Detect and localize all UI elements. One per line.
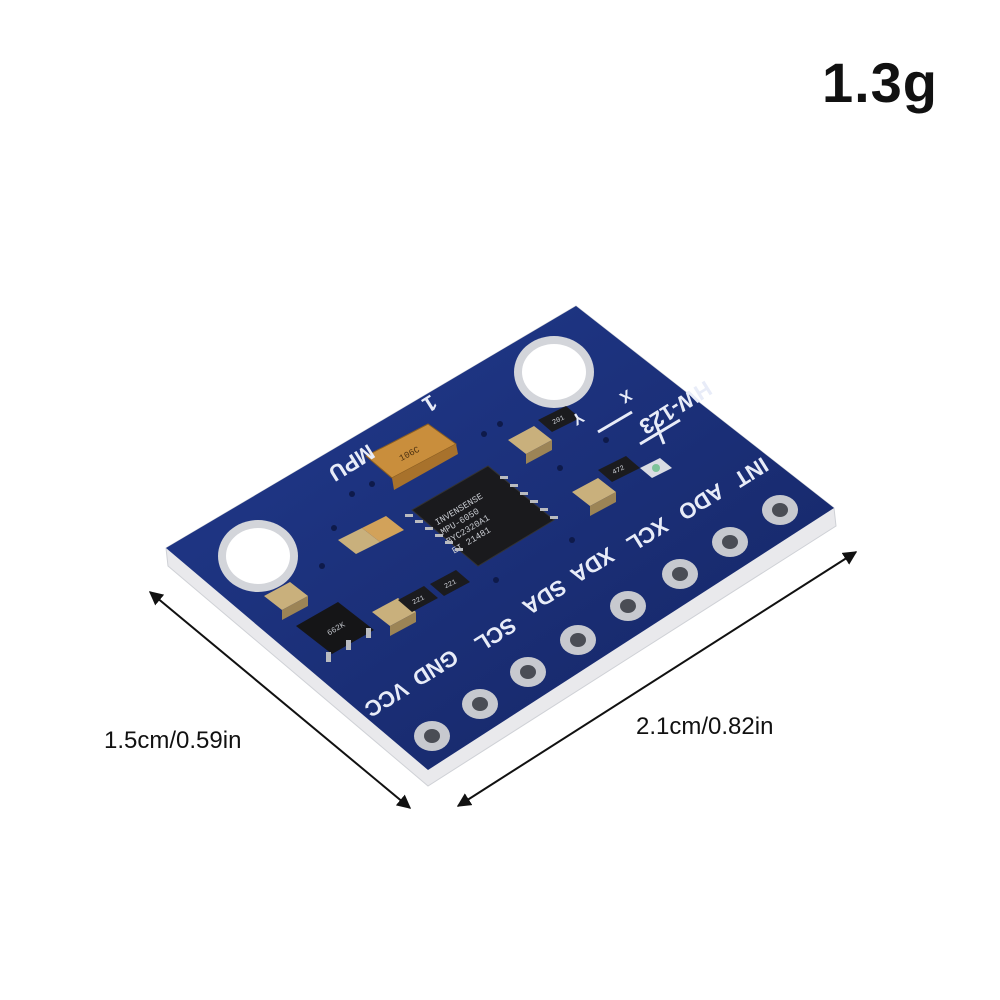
status-led <box>640 458 672 478</box>
smd-component-9: 221 <box>430 570 470 596</box>
header-pad-sda <box>560 625 596 655</box>
smd-component-1 <box>508 426 552 464</box>
smd-component-4: 472 <box>598 456 640 482</box>
smd-component-2: 201 <box>538 406 580 432</box>
weight-label: 1.3g <box>821 51 938 114</box>
length-dimension-label: 2.1cm/0.82in <box>636 713 774 740</box>
vias <box>319 421 609 583</box>
width-arrow <box>148 591 412 809</box>
smd-component-6 <box>264 582 308 620</box>
mounting-hole-left <box>218 520 298 592</box>
mpu-chip: INVENSENSE MPU-6050 BYC2320A1 EI 21481 <box>405 465 558 567</box>
header-pad-xcl <box>662 559 698 589</box>
mounting-hole-top <box>514 336 594 408</box>
header-pad-xda <box>610 591 646 621</box>
smd-component-5 <box>338 516 404 554</box>
header-pad-scl <box>510 657 546 687</box>
header-pad-gnd <box>462 689 498 719</box>
voltage-regulator: 662K <box>296 602 374 662</box>
width-dimension-label: 1.5cm/0.59in <box>104 727 242 754</box>
header-pad-ado <box>712 527 748 557</box>
length-arrow <box>456 551 858 807</box>
smd-component-3 <box>572 478 616 516</box>
tantalum-capacitor: 106C <box>365 423 458 490</box>
smd-component-8: 221 <box>398 586 438 612</box>
header-pad-int <box>762 495 798 525</box>
header-pad-vcc <box>414 721 450 751</box>
